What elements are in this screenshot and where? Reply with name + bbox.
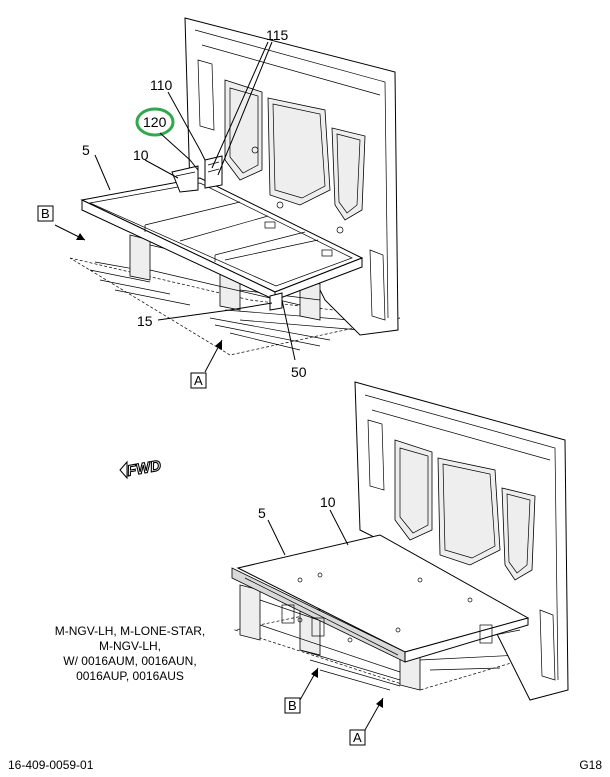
callout-10-bottom: 10 [320, 494, 336, 510]
callout-10: 10 [133, 147, 149, 163]
bottom-tray [231, 534, 530, 663]
top-view-arrows [54, 224, 223, 373]
callout-5: 5 [82, 142, 90, 158]
note-line: 0016AUP, 0016AUS [76, 669, 184, 683]
view-box-a-bottom [349, 729, 366, 746]
view-label-a-bottom: A [353, 730, 362, 745]
note-line: M-NGV-LH, M-LONE-STAR, [54, 624, 206, 638]
callout-15: 15 [137, 313, 153, 329]
top-tray [80, 155, 364, 311]
top-leader-lines [94, 41, 296, 361]
view-label-b-bottom: B [288, 698, 297, 713]
callout-120: 120 [143, 114, 167, 130]
grid-reference: G18 [579, 758, 602, 772]
callout-110: 110 [150, 77, 173, 93]
fwd-indicator: FWD [119, 457, 163, 480]
callout-50: 50 [291, 364, 307, 380]
fwd-label: FWD [126, 457, 163, 480]
top-assembly: 115 110 120 5 10 15 50 B A [37, 17, 401, 389]
highlight-circle [135, 107, 175, 137]
view-box-b-bottom [284, 697, 301, 714]
bottom-view-arrows [299, 667, 384, 731]
applicability-note: M-NGV-LH, M-LONE-STAR, M-NGV-LH, W/ 0016… [30, 624, 230, 684]
note-line: M-NGV-LH, [98, 639, 161, 653]
callout-115: 115 [266, 27, 289, 43]
note-line: W/ 0016AUM, 0016AUN, [63, 654, 197, 668]
bottom-assembly: 5 10 B A [231, 381, 569, 746]
bottom-leader-lines [267, 509, 349, 556]
view-label-b-top: B [41, 206, 50, 221]
callout-5-bottom: 5 [258, 505, 266, 521]
view-box-b-top [37, 205, 54, 222]
drawing-number: 16-409-0059-01 [8, 758, 94, 772]
view-label-a-top: A [194, 373, 203, 388]
view-box-a-top [190, 372, 207, 389]
